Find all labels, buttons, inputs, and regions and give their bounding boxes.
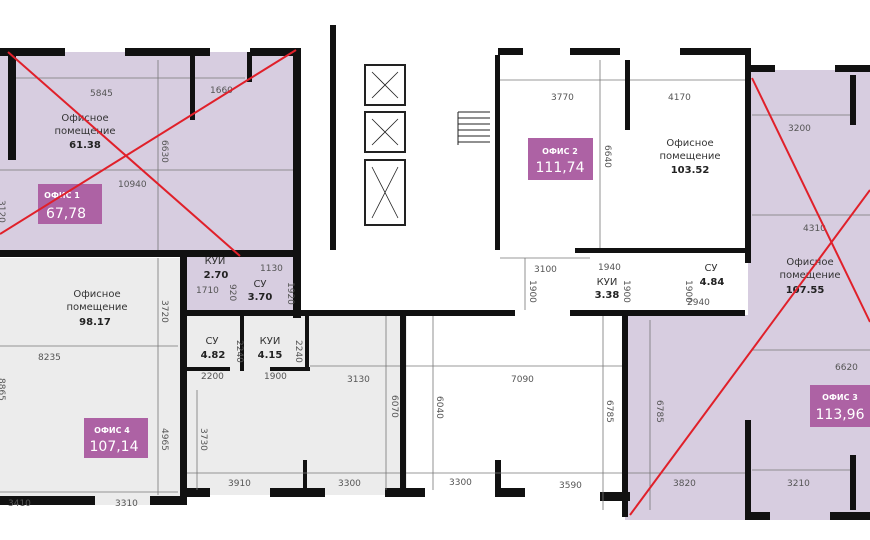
office-4-badge-title: ОФИС 4: [94, 426, 130, 435]
dim-label: 10940: [118, 180, 147, 190]
wet-room-area: 4.84: [700, 277, 725, 288]
office-1-area[interactable]: [0, 52, 298, 255]
dim-label: 6640: [602, 145, 612, 168]
wet-room-area: 4.82: [201, 350, 226, 361]
dim-label: 1710: [196, 286, 219, 296]
walls: [0, 25, 870, 520]
dim-label: 3820: [673, 479, 696, 489]
dim-label: 3410: [8, 499, 31, 509]
dim-label: 1920: [285, 282, 295, 305]
dim-label: 3720: [159, 300, 169, 323]
dim-label: 5845: [90, 89, 113, 99]
office-3-badge[interactable]: ОФИС 3 113,96: [810, 385, 870, 427]
dim-label: 3910: [228, 479, 251, 489]
dim-label: 3300: [449, 478, 472, 488]
dim-label: 4310: [803, 224, 826, 234]
dim-label: 3210: [787, 479, 810, 489]
office-2-room-label-2: помещение: [659, 151, 720, 162]
wet-room-area: 3.70: [248, 292, 273, 303]
office-3-room-label-1: Офисное: [786, 257, 833, 268]
wet-room-area: 2.70: [204, 270, 229, 281]
office-1-badge-area: 67,78: [46, 206, 86, 222]
dim-label: 2240: [234, 340, 244, 363]
dim-label: 3120: [0, 200, 6, 223]
office-2-room-label-1: Офисное: [666, 138, 713, 149]
office-4-badge-area: 107,14: [90, 439, 139, 455]
stairs: [457, 111, 490, 145]
dim-label: 3730: [198, 428, 208, 451]
dim-label: 920: [227, 284, 237, 301]
dim-label: 8235: [38, 353, 61, 363]
dim-label: 6630: [159, 140, 169, 163]
office-3-area[interactable]: [748, 70, 870, 520]
office-1-room-area: 61.38: [69, 140, 101, 151]
dim-label: 3770: [551, 93, 574, 103]
dim-label: 6620: [835, 363, 858, 373]
office-1-sold-cross: [0, 49, 297, 257]
office-3-sold-cross: [629, 77, 870, 516]
office-2-badge-title: ОФИС 2: [542, 147, 578, 156]
dimension-labels: 5845 1660 6630 10940 3120 3720 8235 8865…: [0, 86, 858, 509]
dim-label: 3100: [534, 265, 557, 275]
office-4-badge[interactable]: ОФИС 4 107,14: [84, 418, 148, 458]
wet-rooms-area-1: [185, 255, 300, 315]
office-3-area-2: [625, 315, 748, 520]
office-4-room-label-2: помещение: [66, 302, 127, 313]
dimension-lines: [0, 60, 870, 510]
wet-room-name: КУИ: [205, 256, 226, 267]
office-3-badge-title: ОФИС 3: [822, 393, 858, 402]
dim-label: 2200: [201, 372, 224, 382]
office-1-room-label-2: помещение: [54, 126, 115, 137]
office-3-room-label-2: помещение: [779, 270, 840, 281]
wet-room-name: СУ: [205, 336, 218, 347]
dim-label: 4965: [159, 428, 169, 451]
dim-label: 3590: [559, 481, 582, 491]
wet-room-name: СУ: [253, 279, 266, 290]
dim-label: 1660: [210, 86, 233, 96]
dim-label: 1900: [683, 280, 693, 303]
dim-label: 1900: [527, 280, 537, 303]
dim-label: 2240: [293, 340, 303, 363]
office-2-badge-area: 111,74: [536, 160, 585, 176]
dim-label: 3200: [788, 124, 811, 134]
office-4-room-area: 98.17: [79, 317, 111, 328]
elevator-shafts: [364, 64, 406, 226]
dim-label: 6785: [604, 400, 614, 423]
dim-label: 1900: [621, 280, 631, 303]
dim-label: 1900: [264, 372, 287, 382]
dim-label: 1130: [260, 264, 283, 274]
office-2-room-area: 103.52: [671, 165, 710, 176]
office-3-badge-area: 113,96: [816, 407, 865, 423]
office-4-room-label-1: Офисное: [73, 289, 120, 300]
office-3-room-area: 107.55: [786, 285, 825, 296]
dim-label: 6070: [389, 395, 399, 418]
dim-label: 1940: [598, 263, 621, 273]
dim-label: 6785: [654, 400, 664, 423]
dim-label: 2940: [687, 298, 710, 308]
dim-label: 6040: [434, 396, 444, 419]
wet-room-name: СУ: [704, 263, 717, 274]
dim-label: 8865: [0, 378, 6, 401]
office-2-badge[interactable]: ОФИС 2 111,74: [528, 138, 593, 180]
office-4-area-2: [185, 315, 407, 495]
dim-label: 7090: [511, 375, 534, 385]
office-4-area[interactable]: [0, 258, 185, 505]
dim-label: 3310: [115, 499, 138, 509]
wet-room-name: КУИ: [597, 277, 618, 288]
wet-room-name: КУИ: [260, 336, 281, 347]
wet-room-area: 3.38: [595, 290, 620, 301]
dim-label: 3300: [338, 479, 361, 489]
wet-room-area: 4.15: [258, 350, 283, 361]
dim-label: 3130: [347, 375, 370, 385]
dim-label: 4170: [668, 93, 691, 103]
